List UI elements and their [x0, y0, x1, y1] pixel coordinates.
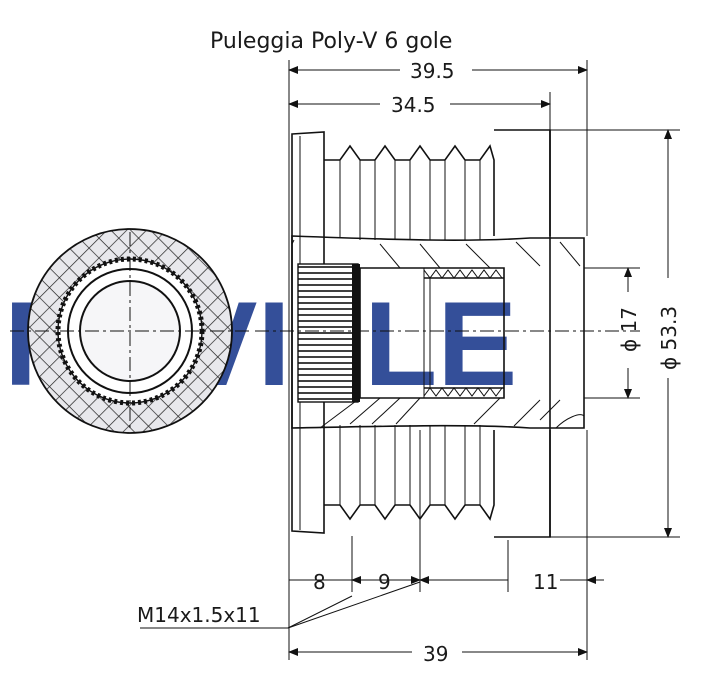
- dim-outer-diameter: ϕ 53.3: [657, 306, 681, 370]
- dimension-lines: [140, 60, 680, 660]
- dim-overall-length: 39.5: [410, 59, 455, 83]
- pulley-side-view: [255, 129, 640, 538]
- dim-groove-length: 34.5: [391, 93, 436, 117]
- end-view: [10, 228, 250, 434]
- dim-seg-a: 8: [313, 570, 326, 594]
- dim-seg-c: 11: [533, 570, 558, 594]
- dim-seg-b: 9: [378, 570, 391, 594]
- dim-bore-diameter: ϕ 17: [617, 307, 641, 352]
- diagram-title: Puleggia Poly-V 6 gole: [210, 29, 452, 54]
- dim-total-bottom: 39: [423, 642, 448, 666]
- dim-thread: M14x1.5x11: [137, 603, 261, 627]
